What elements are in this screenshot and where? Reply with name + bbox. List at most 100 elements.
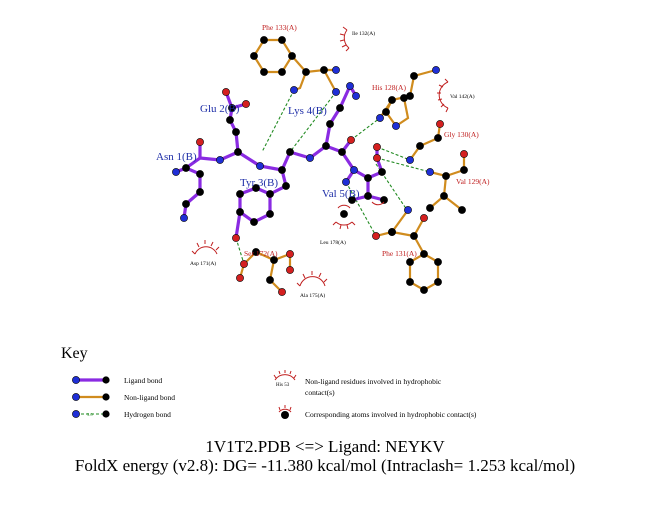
caption: 1V1T2.PDB <=> Ligand: NEYKV FoldX energy… bbox=[75, 437, 575, 475]
bond bbox=[428, 152, 466, 178]
hydrophobic-arc-ile132 bbox=[339, 26, 350, 52]
nitrogen-atom bbox=[352, 92, 360, 100]
key-nonligand-bond-label: Non-ligand bond bbox=[124, 393, 175, 402]
carbon-atom bbox=[434, 134, 442, 142]
carbon-atom bbox=[434, 258, 442, 266]
nitrogen-atom bbox=[332, 88, 340, 96]
atom-contact-arc bbox=[337, 204, 351, 209]
ligand-label-glu2: Glu 2(B) bbox=[200, 103, 240, 115]
carbon-atom bbox=[196, 188, 204, 196]
carbon-atom bbox=[336, 104, 344, 112]
oxygen-atom bbox=[232, 234, 240, 242]
carbon-atom bbox=[266, 276, 274, 284]
carbon-atom bbox=[406, 278, 414, 286]
key-corresponding-atoms-label: Corresponding atoms involved in hydropho… bbox=[305, 410, 477, 419]
carbon-atom bbox=[236, 208, 244, 216]
nitrogen-atom bbox=[290, 86, 298, 94]
key-carbon-atom bbox=[102, 410, 110, 418]
bond bbox=[304, 68, 338, 94]
carbon-atom bbox=[226, 116, 234, 124]
bond bbox=[252, 38, 294, 74]
hbond bbox=[261, 89, 295, 153]
carbon-atom bbox=[252, 184, 260, 192]
nitrogen-atom bbox=[376, 114, 384, 122]
hydrophobic-label-ala175: Ala 175(A) bbox=[300, 292, 325, 299]
atoms bbox=[172, 36, 468, 296]
carbon-atom bbox=[196, 170, 204, 178]
oxygen-atom bbox=[196, 138, 204, 146]
hbond bbox=[235, 237, 245, 265]
ligand-label-lys4: Lys 4(B) bbox=[288, 105, 327, 117]
oxygen-atom bbox=[242, 100, 250, 108]
key-example-residue: His 53 bbox=[276, 383, 290, 388]
carbon-atom bbox=[282, 182, 290, 190]
carbon-atom bbox=[326, 120, 334, 128]
carbon-atom bbox=[416, 142, 424, 150]
bond bbox=[268, 258, 284, 294]
oxygen-atom bbox=[436, 120, 444, 128]
carbon-atom bbox=[250, 52, 258, 60]
carbon-atom bbox=[234, 148, 242, 156]
nitrogen-atom bbox=[432, 66, 440, 74]
carbon-atom bbox=[340, 210, 348, 218]
hydrophobic-label-asp171: Asp 171(A) bbox=[190, 260, 216, 267]
key-hydrogen-bond: 3.0 Hydrogen bond bbox=[72, 410, 171, 419]
carbon-atom bbox=[278, 36, 286, 44]
bond bbox=[352, 156, 385, 180]
nitrogen-atom bbox=[172, 168, 180, 176]
carbon-atom bbox=[228, 104, 236, 112]
hbond bbox=[350, 117, 381, 141]
oxygen-atom bbox=[373, 154, 381, 162]
key-nonligand-residue: His 53 Non-ligand residues involved in h… bbox=[273, 370, 442, 397]
hbond bbox=[376, 157, 431, 173]
oxygen-atom bbox=[240, 260, 248, 268]
residue-label-ser172: Ser 172(A) bbox=[244, 249, 278, 258]
carbon-atom bbox=[236, 190, 244, 198]
carbon-atom bbox=[266, 210, 274, 218]
carbon-atom bbox=[250, 218, 258, 226]
residue-labels: Phe 133(A) His 128(A) Gly 130(A) Val 129… bbox=[244, 23, 490, 258]
key-title: Key bbox=[61, 345, 88, 362]
carbon-atom bbox=[348, 196, 356, 204]
carbon-atom bbox=[400, 94, 408, 102]
oxygen-atom bbox=[236, 274, 244, 282]
nitrogen-atom bbox=[404, 206, 412, 214]
hbond bbox=[289, 91, 337, 153]
hydrophobic-arc-asp171 bbox=[191, 240, 220, 255]
nitrogen-atom bbox=[332, 66, 340, 74]
key-carbon-atom bbox=[102, 376, 110, 384]
caption-energy: FoldX energy (v2.8): DG= -11.380 kcal/mo… bbox=[75, 456, 575, 475]
hydrophobic-label-leu178: Leu 178(A) bbox=[320, 239, 346, 246]
carbon-atom bbox=[406, 258, 414, 266]
bond bbox=[408, 122, 442, 162]
ligand-labels: Asn 1(B) Glu 2(B) Tyr 3(B) Lys 4(B) Val … bbox=[156, 103, 360, 200]
nitrogen-atom bbox=[216, 156, 224, 164]
atom-contact-arc bbox=[371, 201, 385, 206]
carbon-atom bbox=[410, 232, 418, 240]
carbon-atom bbox=[338, 148, 346, 156]
carbon-atom bbox=[460, 166, 468, 174]
bond bbox=[234, 210, 242, 240]
bond bbox=[428, 174, 448, 210]
oxygen-atom bbox=[420, 214, 428, 222]
key-hbond-distance: 3.0 bbox=[87, 412, 93, 417]
hydrophobic-arcs bbox=[191, 26, 449, 287]
key-atom-arc bbox=[278, 408, 292, 413]
oxygen-atom bbox=[222, 88, 230, 96]
carbon-atom bbox=[266, 190, 274, 198]
oxygen-atom bbox=[286, 266, 294, 274]
ligand-label-val5: Val 5(B) bbox=[322, 188, 360, 200]
oxygen-atom bbox=[372, 232, 380, 240]
nitrogen-atom bbox=[180, 214, 188, 222]
hydrophobic-arc-val142 bbox=[437, 78, 449, 113]
oxygen-atom bbox=[286, 250, 294, 258]
carbon-atom bbox=[278, 166, 286, 174]
oxygen-atom bbox=[347, 136, 355, 144]
hydrophobic-arc-ala175 bbox=[296, 271, 328, 287]
carbon-atom bbox=[278, 68, 286, 76]
residue-label-phe131: Phe 131(A) bbox=[382, 249, 417, 258]
carbon-atom bbox=[420, 286, 428, 294]
carbon-atom bbox=[182, 164, 190, 172]
